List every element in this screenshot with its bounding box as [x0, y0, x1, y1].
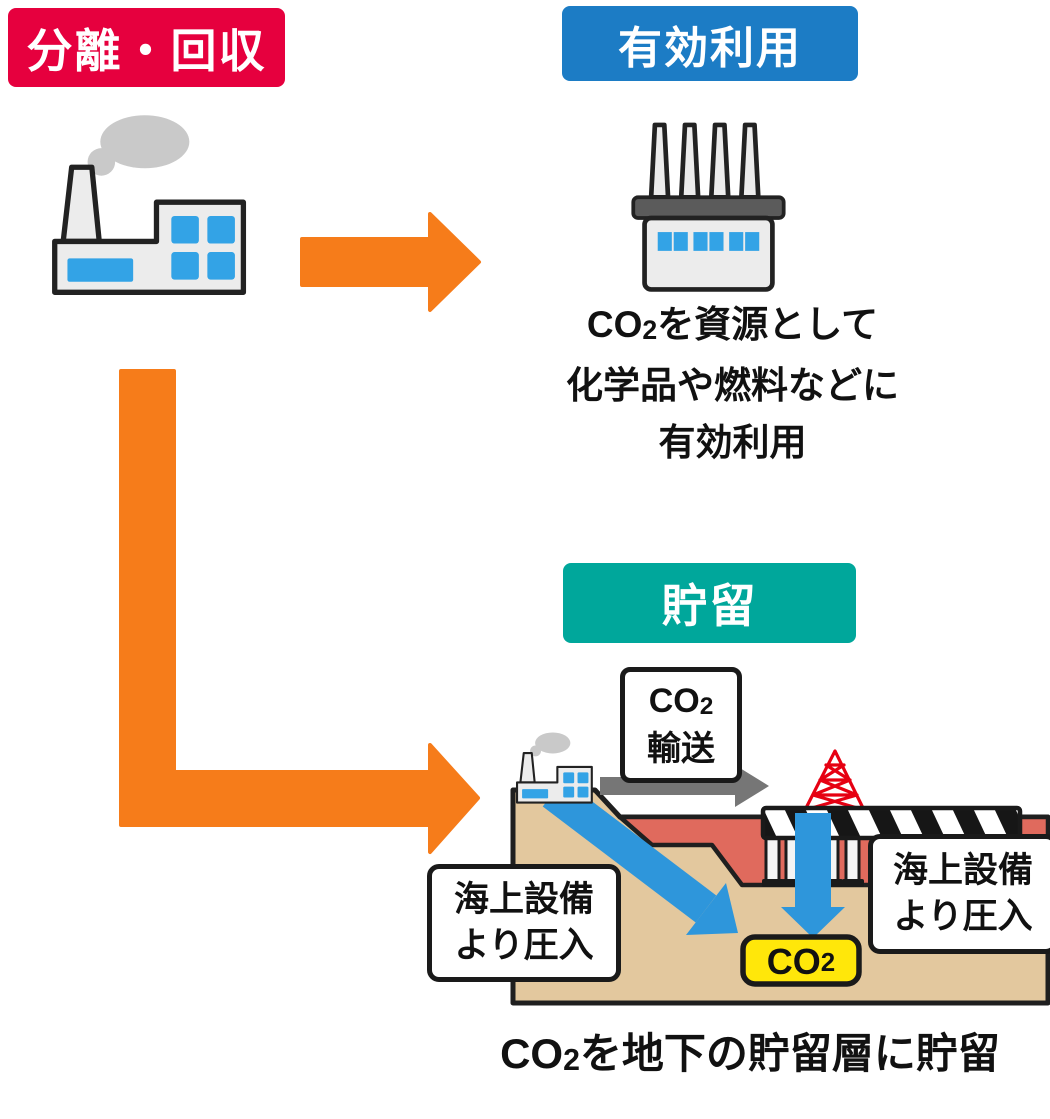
utilization-badge: 有効利用: [562, 6, 858, 81]
utilization-caption-line1: CO2を資源として: [586, 304, 879, 345]
utilization-caption: CO2を資源として 化学品や燃料などに 有効利用: [500, 296, 965, 471]
injection-label-left-line1: 海上設備: [453, 880, 594, 919]
factory-icon: [42, 112, 254, 303]
storage-caption: CO2を地下の貯留層に貯留: [500, 1030, 1000, 1077]
chemical-plant-icon: [631, 122, 786, 292]
capture-badge: 分離・回収: [8, 8, 285, 87]
injection-label-right-line1: 海上設備: [892, 851, 1033, 890]
injection-label-right: 海上設備 より圧入: [868, 834, 1050, 954]
blue-diagonal-arrow-icon: [542, 779, 738, 935]
utilization-caption-line3: 有効利用: [658, 422, 807, 463]
injection-label-right-line2: より圧入: [893, 897, 1033, 936]
co2-transport-label: CO2 輸送: [620, 667, 742, 783]
injection-label-left-line2: より圧入: [454, 926, 594, 965]
orange-arrow-right-icon: [300, 212, 481, 312]
utilization-caption-line2: 化学品や燃料などに: [566, 365, 899, 406]
co2-transport-line1: CO2: [648, 682, 714, 720]
co2-transport-line2: 輸送: [647, 730, 715, 768]
oil-derrick-icon: [803, 749, 866, 812]
injection-label-left: 海上設備 より圧入: [427, 864, 621, 982]
storage-badge: 貯留: [563, 563, 856, 643]
orange-elbow-arrow-icon: [119, 369, 480, 854]
gray-arrow-right-icon: [600, 765, 769, 807]
co2-reservoir-tag: [740, 934, 862, 987]
factory-icon-small: [515, 731, 593, 804]
blue-down-arrow-icon: [781, 813, 845, 938]
